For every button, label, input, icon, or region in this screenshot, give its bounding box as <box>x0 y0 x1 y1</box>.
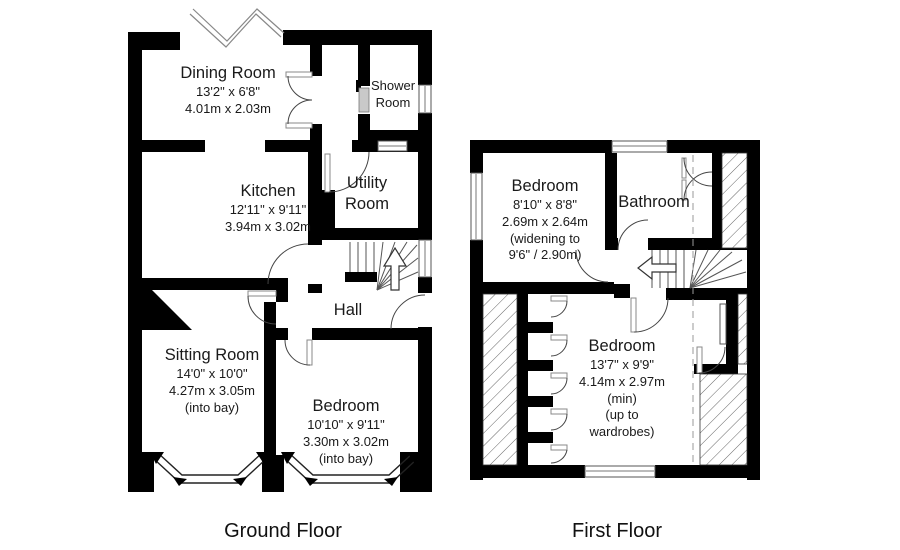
stairs-window <box>418 239 432 278</box>
room-name-line2: Room <box>375 94 411 110</box>
shower-room-window <box>418 84 432 114</box>
bathroom-label: Bathroom <box>602 192 706 213</box>
room-dims-metric: 4.14m x 2.97m <box>579 374 665 390</box>
utility-room-label: Utility Room <box>325 173 409 216</box>
room-name-line1: Shower <box>370 78 416 93</box>
eaves-hatching <box>482 152 748 466</box>
room-note-line3: wardrobes) <box>589 423 655 439</box>
utility-door <box>324 151 370 193</box>
room-dims-metric: 4.27m x 3.05m <box>169 383 255 399</box>
bay-windows-ground <box>150 452 421 486</box>
room-dims-imperial: 13'2" x 6'8" <box>195 84 261 100</box>
first-floor-windows <box>470 140 727 478</box>
room-name: Sitting Room <box>164 346 260 364</box>
bedroom1-side-window <box>470 172 483 241</box>
room-name: Bathroom <box>618 193 690 211</box>
shower-room-label: Shower Room <box>363 78 423 111</box>
ground-floor-walls <box>128 30 432 492</box>
stairs-down-arrow <box>637 255 677 281</box>
room-dims-imperial: 13'7" x 9'9" <box>589 357 655 373</box>
hall-label: Hall <box>320 300 376 321</box>
first-floor-plan <box>470 140 760 480</box>
sitting-room-label: Sitting Room 14'0" x 10'0" 4.27m x 3.05m… <box>122 345 302 416</box>
room-name: Bedroom <box>588 337 656 355</box>
room-name: Hall <box>333 301 363 319</box>
dining-double-doors <box>285 71 313 129</box>
kitchen-door <box>267 243 309 285</box>
room-dims-metric: 2.69m x 2.64m <box>502 214 588 230</box>
ground-floor-doors <box>247 71 426 366</box>
room-dims-imperial: 14'0" x 10'0" <box>176 366 248 382</box>
first-floor-title: First Floor <box>572 520 662 542</box>
wardrobe-doors <box>550 295 568 464</box>
room-name: Bedroom <box>312 397 380 415</box>
ground-floor-windows <box>377 84 432 278</box>
bathroom-door <box>617 219 649 251</box>
sitting-room-door <box>247 290 277 325</box>
first-floor-doors <box>550 157 726 464</box>
first-bedroom2-label: Bedroom 13'7" x 9'9" 4.14m x 2.97m (min)… <box>532 336 712 441</box>
ground-bedroom-label: Bedroom 10'10" x 9'11" 3.30m x 3.02m (in… <box>256 396 436 467</box>
front-door <box>390 294 426 330</box>
first-bedroom1-label: Bedroom 8'10" x 8'8" 2.69m x 2.64m (wide… <box>455 176 635 264</box>
bedroom1-door <box>575 249 609 283</box>
room-name-line1: Utility <box>346 174 388 192</box>
room-dims-metric: 3.30m x 3.02m <box>303 434 389 450</box>
eaves-closet-door <box>696 346 726 374</box>
room-dims-imperial: 10'10" x 9'11" <box>307 417 385 433</box>
stairs-up-arrow <box>382 246 408 291</box>
room-name: Dining Room <box>180 64 276 82</box>
room-dims-imperial: 8'10" x 8'8" <box>512 197 578 213</box>
room-note-line1: (min) <box>607 390 637 406</box>
room-dims-metric: 4.01m x 2.03m <box>185 101 271 117</box>
room-dims-metric: 3.94m x 3.02m <box>225 219 311 235</box>
first-floor-walls <box>470 140 760 480</box>
first-floor-stairs <box>637 249 747 289</box>
room-note-line2: (up to <box>605 407 639 423</box>
room-note-line2: 9'6" / 2.90m) <box>508 247 582 263</box>
landing-top-window <box>611 140 668 153</box>
room-dims-imperial: 12'11" x 9'11" <box>229 202 307 218</box>
bedroom2-bottom-window <box>584 465 656 478</box>
bedroom-door <box>284 339 313 366</box>
ground-floor-stairs <box>349 241 419 291</box>
room-name-line2: Room <box>344 195 389 214</box>
room-note: (into bay) <box>318 450 374 466</box>
room-note-line1: (widening to <box>509 230 581 246</box>
dining-room-label: Dining Room 13'2" x 6'8" 4.01m x 2.03m <box>133 63 323 118</box>
room-note: (into bay) <box>184 399 240 415</box>
dining-bay-opening <box>189 8 285 48</box>
room-name: Kitchen <box>240 182 296 200</box>
airing-cupboard-doors <box>681 157 713 201</box>
bedroom2-door <box>630 297 669 333</box>
eaves-closet-slot <box>719 303 727 345</box>
ground-floor-title: Ground Floor <box>224 520 342 542</box>
utility-window <box>377 140 408 152</box>
shower-room-pocket-door <box>356 80 370 113</box>
kitchen-label: Kitchen 12'11" x 9'11" 3.94m x 3.02m <box>178 181 358 236</box>
room-name: Bedroom <box>511 177 579 195</box>
ground-floor-plan <box>128 8 432 492</box>
